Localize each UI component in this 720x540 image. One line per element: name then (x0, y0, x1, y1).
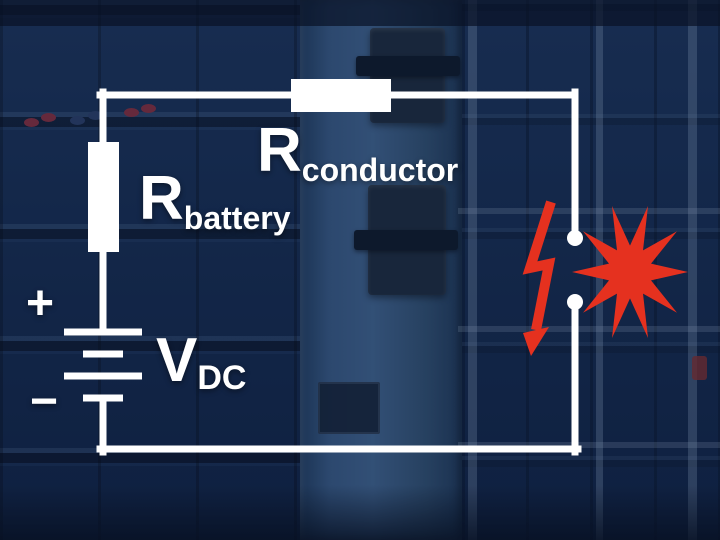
battery-terminal-cap (24, 118, 39, 127)
label-plaque (318, 382, 380, 434)
label-v-dc: VDC (156, 330, 246, 396)
resistor-battery-symbol (88, 142, 119, 252)
battery-terminal-cap (124, 108, 139, 117)
spark-burst (572, 205, 688, 338)
rack-shelf (458, 442, 720, 448)
label-r-conductor-symbol: R (257, 116, 302, 185)
battery-terminal-cap (70, 116, 85, 125)
shelf-shadow-top (0, 0, 720, 26)
label-negative-terminal: − (30, 375, 59, 428)
label-r-battery: Rbattery (139, 168, 290, 235)
arc-flash-graphic (522, 200, 688, 356)
breaker-handle (354, 230, 458, 250)
floor-shadow (0, 485, 720, 540)
rack-rail (468, 0, 477, 540)
label-r-conductor: Rconductor (257, 120, 458, 187)
battery-terminal-cap (41, 113, 56, 122)
resistor-symbols (88, 79, 391, 252)
lightning-bolt-arrowhead (523, 327, 549, 356)
breaker-box-middle (354, 185, 458, 295)
rack-rail (688, 0, 697, 540)
rack-shelf (458, 208, 720, 214)
label-v-dc-symbol: V (156, 326, 198, 395)
battery-terminal-cap (88, 111, 103, 120)
label-r-conductor-subscript: conductor (301, 152, 459, 188)
battery-terminal-cap (692, 356, 707, 380)
label-positive-terminal: + (26, 277, 55, 330)
resistor-conductor-symbol (291, 79, 391, 112)
terminal-dot-lower (567, 294, 583, 310)
open-circuit-terminals (567, 230, 583, 310)
label-r-battery-symbol: R (139, 164, 184, 233)
battery-symbol (64, 328, 142, 402)
battery-terminal-cap (141, 104, 156, 113)
rack-shelf (458, 326, 720, 332)
breaker-handle (356, 56, 460, 76)
label-v-dc-subscript: DC (197, 359, 247, 397)
terminal-dot-upper (567, 230, 583, 246)
label-r-battery-subscript: battery (183, 200, 291, 236)
lightning-bolt (522, 200, 556, 331)
